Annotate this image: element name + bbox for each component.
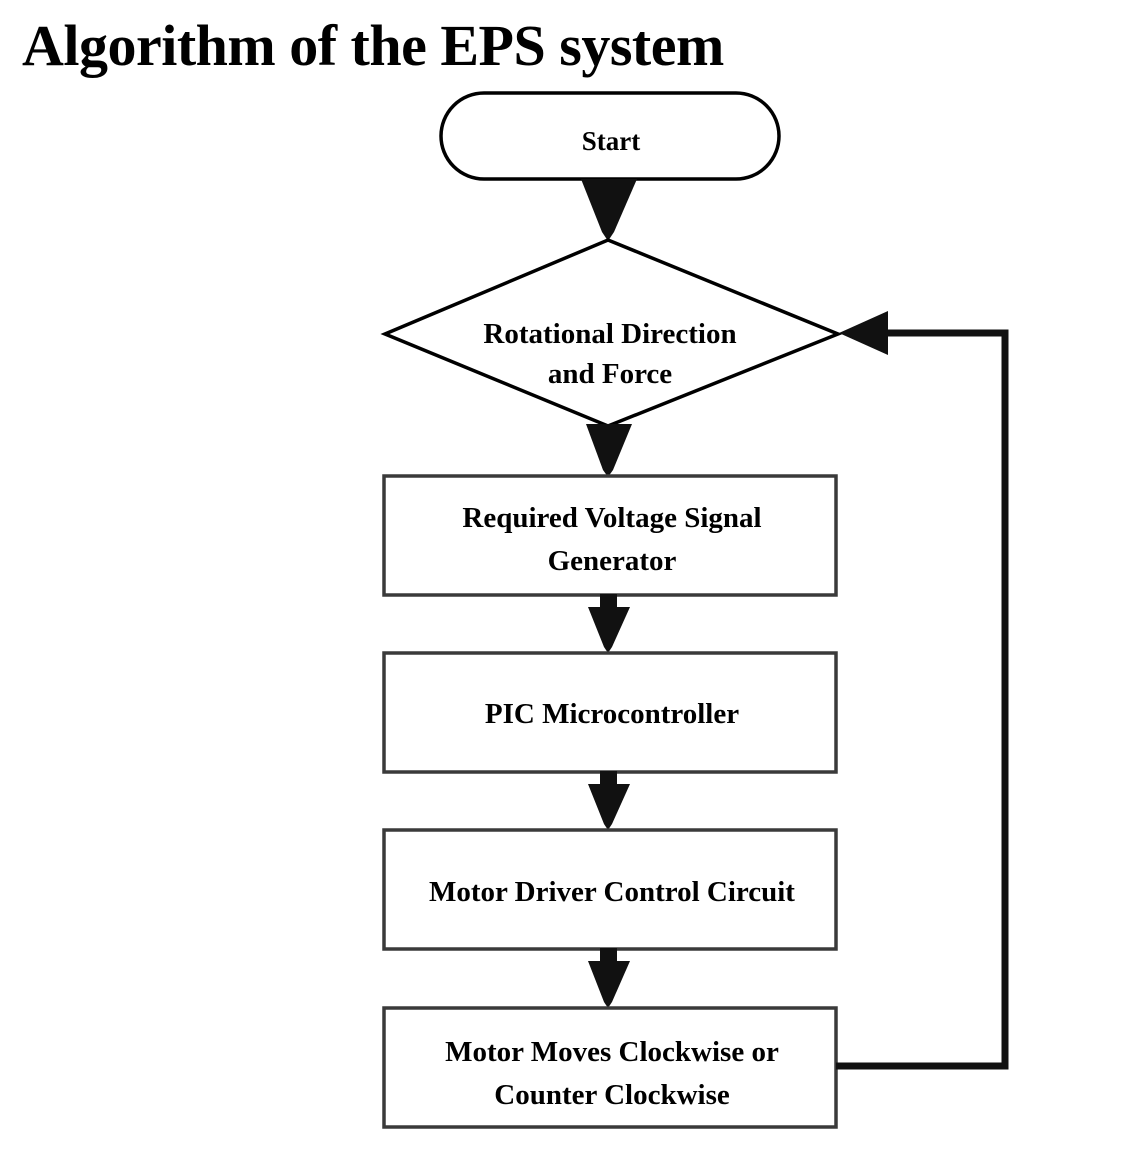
node-motor-moves-clockwise-or-counter-clockwise[interactable]: [382, 1006, 838, 1129]
page-title: Algorithm of the EPS system: [22, 13, 724, 78]
node-required-voltage-signal-generator[interactable]: [382, 474, 838, 597]
edge-p3-to-p4: [588, 948, 630, 1008]
node-decision[interactable]: [380, 238, 843, 428]
edge-p4-feedback-to-decision: [836, 311, 1009, 1070]
node-motor-driver-control-circuit[interactable]: [382, 828, 838, 951]
edge-start-to-decision: [581, 179, 637, 241]
edge-p2-to-p3: [588, 771, 630, 830]
node-pic-microcontroller[interactable]: [382, 651, 838, 774]
edge-p1-to-p2: [588, 594, 630, 653]
edge-decision-to-p1: [586, 424, 632, 477]
node-start[interactable]: [439, 91, 781, 181]
